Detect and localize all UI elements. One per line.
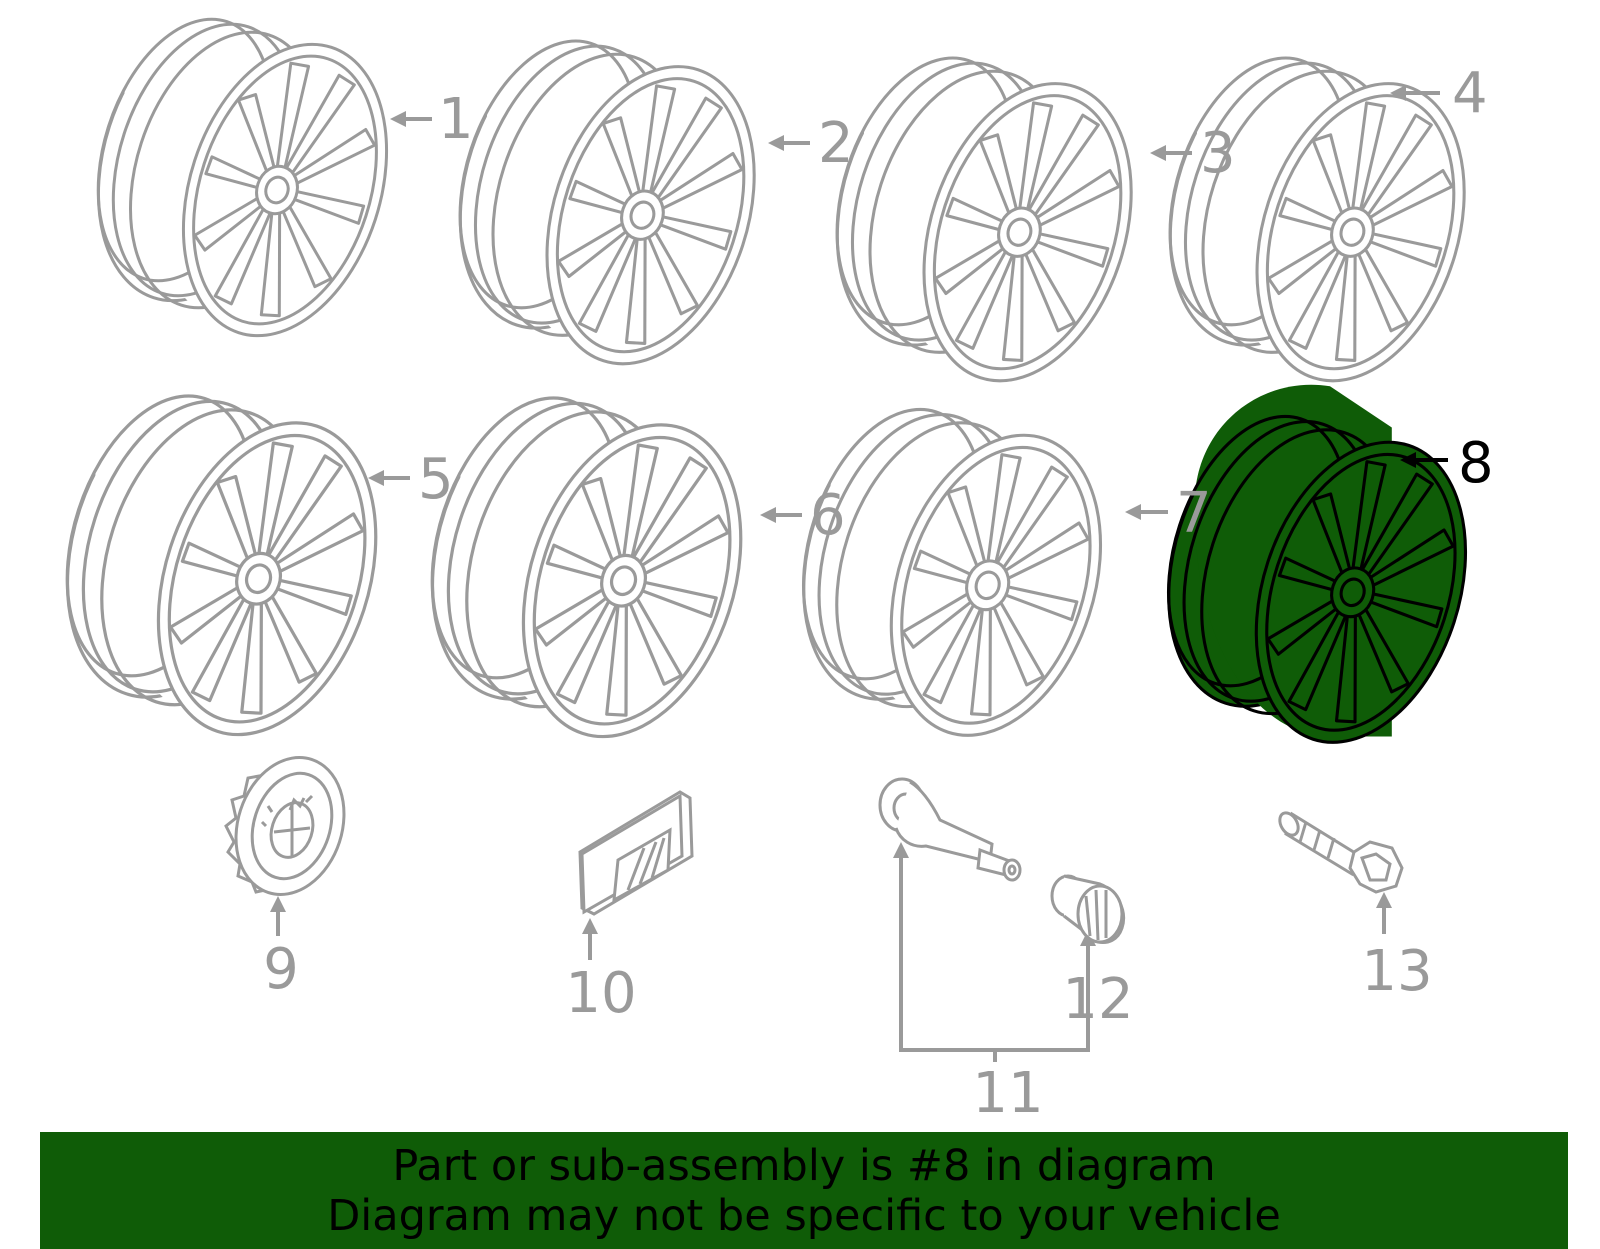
valve-cap-part-12[interactable]: 12 bbox=[1050, 874, 1134, 1032]
wheel-part-7[interactable] bbox=[768, 372, 1137, 762]
callout-1: 1 bbox=[390, 87, 474, 152]
banner-background bbox=[40, 1132, 1568, 1249]
callout-5: 5 bbox=[368, 447, 454, 512]
callout-arrow-4 bbox=[1390, 85, 1440, 101]
wheel-bolt-part-13[interactable]: 13 bbox=[1276, 810, 1433, 1004]
callout-6: 6 bbox=[760, 483, 846, 548]
wheel-part-2[interactable] bbox=[424, 4, 790, 391]
wheel-icon bbox=[96, 0, 389, 338]
callout-arrow-2 bbox=[768, 135, 810, 151]
wheel-icon bbox=[458, 9, 756, 366]
callout-label-4: 4 bbox=[1452, 61, 1488, 126]
callout-label-1: 1 bbox=[438, 87, 474, 152]
wheel-icon bbox=[801, 377, 1103, 737]
callout-arrow-13 bbox=[1376, 892, 1392, 934]
callout-2: 2 bbox=[768, 111, 854, 176]
callout-arrow-3 bbox=[1150, 145, 1192, 161]
callout-4: 4 bbox=[1390, 61, 1488, 126]
banner-line-1: Part or sub-assembly is #8 in diagram bbox=[392, 1140, 1216, 1191]
callout-label-12: 12 bbox=[1062, 967, 1133, 1032]
wheel-icon bbox=[1168, 26, 1466, 383]
wheel-part-5[interactable] bbox=[30, 357, 413, 763]
decal-icon bbox=[578, 790, 694, 916]
callout-label-6: 6 bbox=[810, 483, 846, 548]
callout-arrow-8 bbox=[1400, 452, 1448, 468]
callout-arrow-5 bbox=[368, 470, 410, 486]
callout-arrow-10 bbox=[582, 918, 598, 960]
bmw-center-cap-icon bbox=[224, 756, 346, 896]
callout-arrow-7 bbox=[1125, 504, 1168, 520]
callout-label-2: 2 bbox=[818, 111, 854, 176]
callout-arrow-9 bbox=[270, 896, 286, 936]
decal-part-10[interactable]: 10 bbox=[565, 790, 694, 1026]
wheel-part-4[interactable] bbox=[1134, 21, 1500, 408]
callout-label-9: 9 bbox=[263, 937, 299, 1002]
callout-label-13: 13 bbox=[1361, 939, 1432, 1004]
callout-label-7: 7 bbox=[1176, 481, 1212, 546]
wheel-icon bbox=[1166, 384, 1468, 744]
callout-7: 7 bbox=[1125, 481, 1212, 546]
callout-label-5: 5 bbox=[418, 447, 454, 512]
tpms-sensor-part-11[interactable]: 11 bbox=[878, 777, 1096, 1126]
callout-arrow-6 bbox=[760, 507, 802, 523]
wheel-icon bbox=[65, 363, 378, 737]
valve-cap-icon bbox=[1050, 874, 1125, 944]
callout-label-10: 10 bbox=[565, 961, 636, 1026]
wheel-part-3[interactable] bbox=[801, 21, 1167, 408]
center-cap-part-9[interactable]: 9 bbox=[219, 743, 361, 1002]
callout-label-3: 3 bbox=[1200, 121, 1236, 186]
wheel-bolt-icon bbox=[1278, 811, 1404, 894]
tpms-sensor-icon bbox=[878, 777, 1022, 882]
wheel-icon bbox=[835, 26, 1133, 383]
callout-arrow-1 bbox=[390, 111, 432, 127]
wheel-icon bbox=[430, 365, 743, 739]
banner-line-2: Diagram may not be specific to your vehi… bbox=[327, 1190, 1281, 1241]
info-banner: Part or sub-assembly is #8 in diagram Di… bbox=[40, 1132, 1568, 1249]
callout-label-11: 11 bbox=[972, 1061, 1043, 1126]
callout-label-8: 8 bbox=[1458, 431, 1494, 496]
wheel-part-1[interactable] bbox=[63, 0, 421, 362]
wheel-part-8[interactable] bbox=[1133, 379, 1502, 769]
callout-3: 3 bbox=[1150, 121, 1236, 186]
wheel-part-6[interactable] bbox=[395, 359, 778, 765]
callout-8: 8 bbox=[1400, 431, 1494, 496]
